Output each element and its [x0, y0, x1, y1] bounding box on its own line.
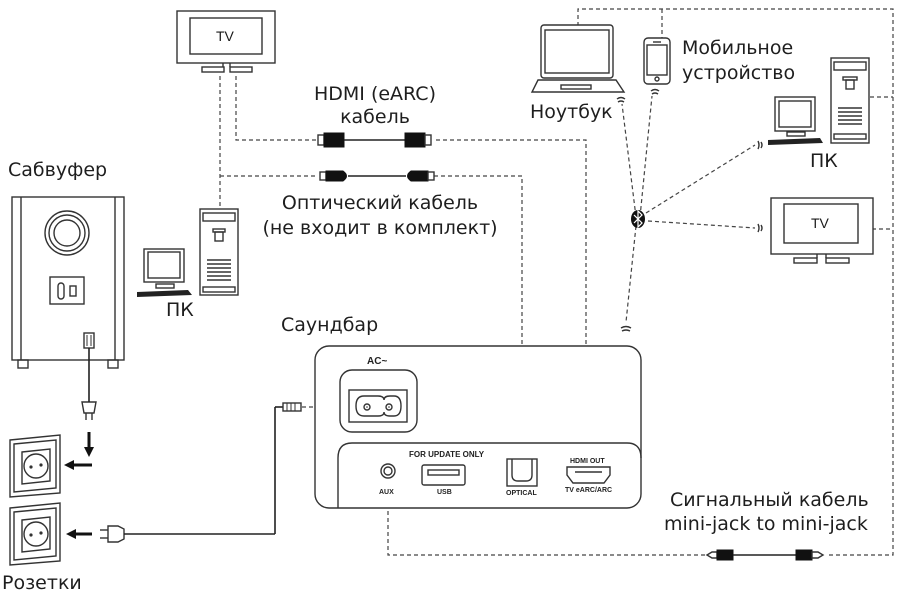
- tv-icon: [176, 10, 276, 73]
- hdmi-to-soundbar-line: [436, 139, 587, 445]
- aux-to-minijack-line: [387, 490, 707, 556]
- laptop-label: Ноутбук: [530, 101, 613, 123]
- power-plug-icon: [81, 398, 97, 420]
- aux-port-label: AUX: [379, 489, 394, 496]
- tv-label: TV: [216, 28, 234, 44]
- usb-port-label: USB: [437, 489, 452, 496]
- wall-socket-icon-2: [9, 502, 61, 566]
- wall-socket-icon: [9, 434, 61, 498]
- hdmi-cable-label-line1: HDMI (eARC): [314, 83, 436, 105]
- optical-cable-label-line1: Оптический кабель: [281, 192, 479, 214]
- mobile-label-line1: Мобильное: [682, 37, 794, 59]
- hdmi-port-label: HDMI OUT: [570, 458, 605, 465]
- pc-icon: [137, 208, 239, 297]
- bt-ray-laptop: [621, 103, 637, 218]
- subwoofer-label: Сабвуфер: [8, 159, 108, 181]
- bt-ray-mobile: [639, 95, 653, 218]
- signal-cable-label-line1: Сигнальный кабель: [670, 489, 869, 511]
- pc-right-label: ПК: [810, 150, 838, 172]
- ac-label: AC~: [367, 356, 388, 367]
- bt-ray-tv: [647, 220, 756, 229]
- soundbar-label: Саундбар: [281, 314, 379, 336]
- optical-cable-icon: [319, 170, 435, 182]
- tv-to-hdmi-line: [235, 76, 318, 141]
- minijack-cable-icon: [705, 549, 825, 561]
- bt-ray-pc: [645, 144, 756, 214]
- soundbar-panel: [314, 345, 642, 509]
- optical-port-label: OPTICAL: [506, 490, 537, 497]
- for-update-only-label: FOR UPDATE ONLY: [409, 450, 485, 459]
- optical-cable-label-line2: (не входит в комплект): [262, 217, 498, 239]
- mobile-phone-icon: [643, 37, 671, 85]
- arrow-left-icon-2-head: [66, 529, 76, 539]
- hdmi-cable-label-line2: кабель: [340, 106, 410, 128]
- laptop-icon: [530, 24, 626, 93]
- pc-icon-right: [768, 57, 870, 145]
- arrow-down-icon-head: [84, 447, 94, 457]
- signal-cable-label-line2: mini-jack to mini-jack: [664, 513, 868, 535]
- subwoofer-icon: [11, 196, 125, 398]
- tv-right-label: TV: [811, 215, 829, 231]
- hdmi-port-sublabel: TV eARC/ARC: [565, 487, 613, 494]
- pc-left-label: ПК: [166, 299, 194, 321]
- arrow-left-icon-head: [64, 460, 74, 470]
- bluetooth-icon: [631, 209, 645, 229]
- power-cable-icon: [100, 402, 302, 543]
- top-bus-line: [577, 8, 894, 556]
- mobile-label-line2: устройство: [682, 62, 796, 84]
- wireless-signal-icon: [616, 88, 763, 332]
- sockets-label: Розетки: [2, 572, 82, 594]
- bt-ray-soundbar: [625, 225, 637, 323]
- tv-icon-right: [770, 197, 874, 264]
- hdmi-cable-icon: [317, 132, 432, 148]
